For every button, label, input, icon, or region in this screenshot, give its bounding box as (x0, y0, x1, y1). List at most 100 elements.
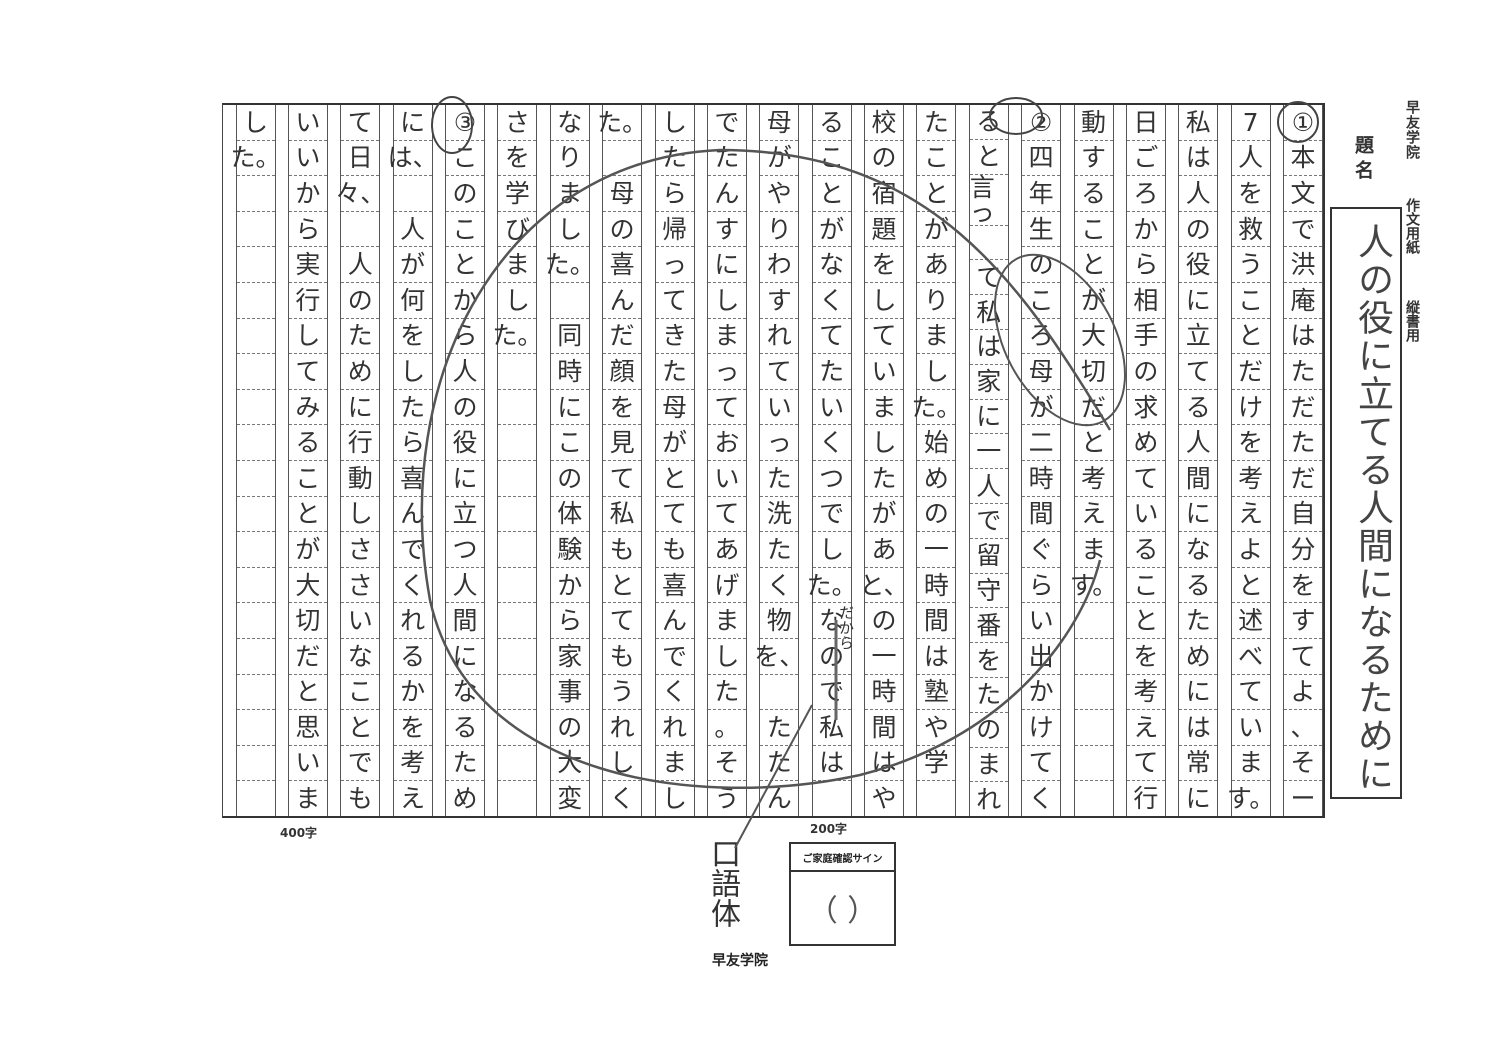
grid-column: には、人が何をしたら喜んでくれるかを考え (380, 105, 438, 816)
grid-cell: 生 (1022, 212, 1061, 248)
grid-cell: わ (760, 247, 799, 283)
grid-cell: に (1179, 675, 1218, 711)
grid-cell (236, 639, 275, 675)
grid-cell: と (288, 497, 327, 533)
grid-cell: ま (1231, 746, 1270, 782)
grid-cell: し (498, 283, 537, 319)
grid-cell: す (707, 212, 746, 248)
grid-cell: も (655, 532, 694, 568)
grid-column: いいから実行してみることが大切だと思いま (276, 105, 328, 816)
grid-column-cells: なりました。同時にこの体験から家事の大変 (545, 105, 595, 816)
grid-cell: こ (1231, 283, 1270, 319)
grid-cell (236, 319, 275, 355)
grid-cell: 考 (1126, 675, 1165, 711)
grid-cell: け (1231, 390, 1270, 426)
grid-cell: ま (655, 746, 694, 782)
grid-cell: い (288, 105, 327, 141)
column-gap (485, 105, 497, 816)
footer-school-name: 早友学院 (712, 953, 768, 969)
column-gap (223, 105, 235, 816)
grid-cell: ま (707, 603, 746, 639)
grid-cell: と (341, 710, 380, 746)
grid-cell: と (917, 176, 956, 212)
title-box: 人の役に立てる人間になるために (1330, 207, 1402, 799)
grid-cell: え (1074, 497, 1113, 533)
grid-cell: べ (1231, 639, 1270, 675)
grid-cell: 間 (446, 603, 484, 639)
grid-cell: て (603, 461, 642, 497)
grid-column: なりました。同時にこの体験から家事の大変 (537, 105, 595, 816)
grid-cell: し (655, 105, 694, 141)
header-school-name: 早友学院 (1404, 100, 1420, 160)
grid-cell: 行 (1133, 784, 1159, 814)
grid-cell: 分 (1284, 532, 1322, 568)
correction-annotation: だから (837, 605, 855, 650)
grid-cell: 時 (1022, 461, 1061, 497)
grid-cell: こ (1074, 212, 1113, 248)
grid-cell: こ (1126, 568, 1165, 604)
grid-cell: こ (917, 141, 956, 177)
grid-cell: つ (446, 532, 484, 568)
grid-cell: し (865, 283, 903, 319)
grid-cell: し (603, 746, 642, 782)
grid-cell: 験 (550, 532, 589, 568)
grid-cell: え (1231, 497, 1270, 533)
grid-cell: ら (393, 425, 432, 461)
grid-cell: な (341, 639, 380, 675)
grid-cell: か (550, 568, 589, 604)
grid-cell: 人 (969, 469, 1008, 504)
grid-cell: て (1126, 461, 1165, 497)
grid-cell: の (550, 461, 589, 497)
grid-cell (236, 746, 275, 782)
sign-mark: （ ） (807, 894, 878, 929)
grid-cell: 時 (917, 568, 956, 604)
grid-cell: を (603, 390, 642, 426)
grid-column-cells: 校の宿題をしていましたがあと、の一時間はや (860, 105, 909, 816)
grid-column: でたんすにしまっておいてあげました。そう (695, 105, 747, 816)
grid-column: たことがありました。始めの一時間は塾や学 (904, 105, 961, 816)
grid-cell: に (393, 105, 432, 141)
grid-cell: 見 (603, 425, 642, 461)
grid-cell: い (341, 603, 380, 639)
grid-cell: の (865, 141, 903, 177)
grid-cell: 役 (1179, 247, 1218, 283)
grid-cell: 留 (969, 539, 1008, 574)
grid-cell: さ (498, 105, 537, 141)
grid-cell (813, 781, 851, 816)
grid-cell: 動 (1074, 105, 1113, 141)
grid-cell: 二 (1022, 425, 1061, 461)
grid-cell (498, 710, 537, 746)
grid-cell: 。 (707, 710, 746, 746)
column-gap (380, 105, 392, 816)
grid-cell (236, 497, 275, 533)
grid-cell: り (760, 212, 799, 248)
grid-cell: し (707, 283, 746, 319)
grid-cell: 実 (288, 247, 327, 283)
grid-cell: ら (1022, 568, 1061, 604)
grid-cell: に (446, 461, 484, 497)
grid-cell: し (393, 354, 432, 390)
grid-cell: ら (550, 603, 589, 639)
grid-cell: 学 (498, 176, 537, 212)
column-gap (904, 105, 916, 816)
grid-cell: 救 (1231, 212, 1270, 248)
grid-cell (550, 283, 589, 319)
grid-cell: か (1126, 212, 1165, 248)
grid-cell (236, 568, 275, 604)
grid-cell: し (661, 784, 687, 814)
grid-cell: 考 (1231, 461, 1270, 497)
grid-column-cells: 日ごろから相手の求めていることを考えて行 (1125, 105, 1166, 816)
column-gap (799, 105, 811, 816)
grid-cell: こ (288, 461, 327, 497)
grid-cell: に (446, 639, 484, 675)
grid-cell: そ (707, 746, 746, 782)
grid-cell (236, 390, 275, 426)
grid-column: 校の宿題をしていましたがあと、の一時間はや (852, 105, 909, 816)
grid-cell: 私 (812, 710, 851, 746)
grid-cell: な (812, 247, 851, 283)
grid-cell: い (1231, 710, 1270, 746)
grid-cell: 言っ (969, 175, 1008, 226)
grid-cell: あ (917, 247, 956, 283)
grid-cell: が (655, 425, 694, 461)
